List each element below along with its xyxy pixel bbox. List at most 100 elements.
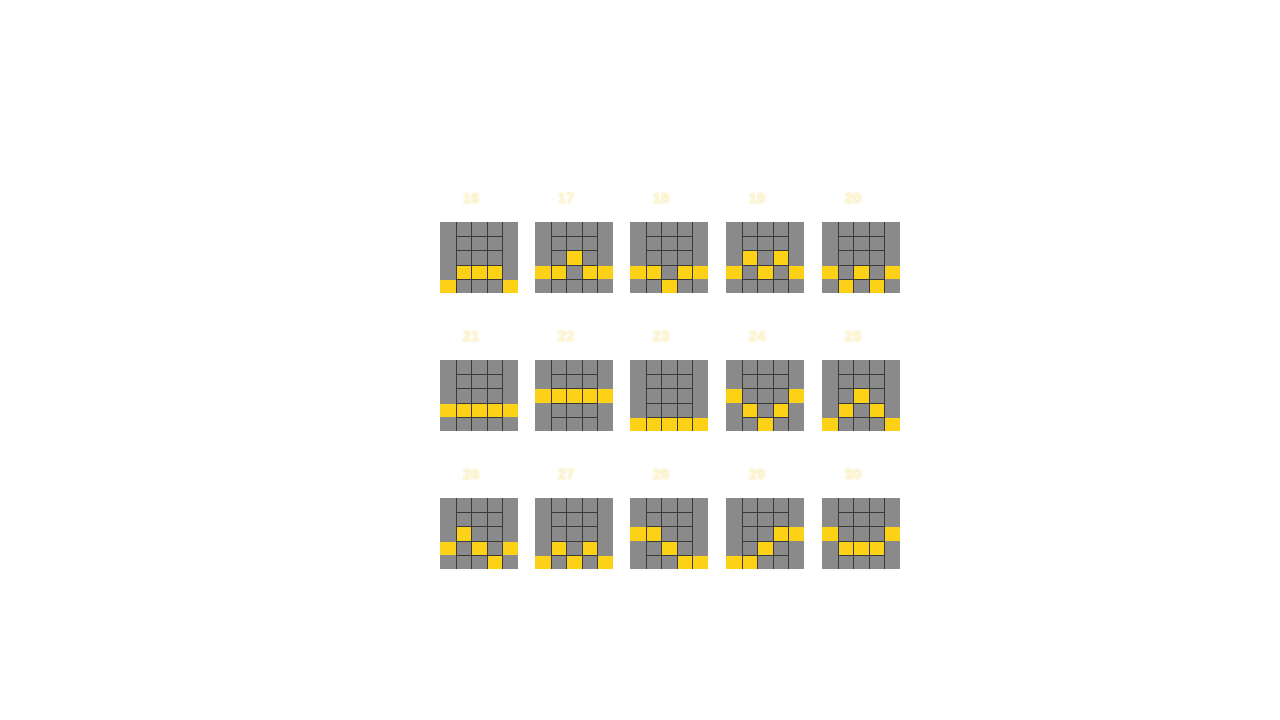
grid-divider xyxy=(456,360,457,431)
payline-highlight-cell xyxy=(837,541,854,555)
payline-highlight-cell xyxy=(630,417,646,431)
grid-divider xyxy=(661,498,662,569)
grid-divider xyxy=(582,222,583,293)
payline-number: 29 xyxy=(748,466,766,483)
payline-highlight-cell xyxy=(471,265,487,279)
payline-highlight-cell xyxy=(676,417,693,431)
grid-divider xyxy=(838,512,885,513)
payline-grid xyxy=(726,360,804,431)
payline-highlight-cell xyxy=(757,541,773,555)
grid-divider xyxy=(884,498,885,569)
grid-divider xyxy=(551,265,598,266)
grid-divider xyxy=(742,403,789,404)
payline-highlight-cell xyxy=(661,279,677,293)
payline-highlight-cell xyxy=(661,541,677,555)
payline-highlight-cell xyxy=(597,389,613,403)
grid-divider xyxy=(661,360,662,431)
payline-grid xyxy=(440,360,518,431)
payline-highlight-cell xyxy=(853,389,869,403)
grid-divider xyxy=(788,360,789,431)
grid-divider xyxy=(551,374,598,375)
payline-highlight-cell xyxy=(550,541,567,555)
payline-highlight-cell xyxy=(535,555,551,569)
grid-divider xyxy=(487,498,488,569)
payline-highlight-cell xyxy=(581,541,598,555)
payline-number: 22 xyxy=(557,328,575,345)
payline-highlight-cell xyxy=(741,555,758,569)
grid-divider xyxy=(646,512,693,513)
payline-number: 28 xyxy=(652,466,670,483)
payline-number: 25 xyxy=(844,328,862,345)
payline-highlight-cell xyxy=(772,527,789,541)
payline-highlight-cell xyxy=(630,527,646,541)
grid-divider xyxy=(646,360,647,431)
payline-highlight-cell xyxy=(486,403,503,417)
payline-highlight-cell xyxy=(757,417,773,431)
payline-highlight-cell xyxy=(692,265,708,279)
grid-divider xyxy=(456,279,503,280)
grid-divider xyxy=(582,360,583,431)
payline-highlight-cell xyxy=(692,417,708,431)
grid-divider xyxy=(677,360,678,431)
grid-divider xyxy=(788,498,789,569)
grid-divider xyxy=(742,388,789,389)
grid-divider xyxy=(742,526,789,527)
payline-highlight-cell xyxy=(772,403,789,417)
grid-divider xyxy=(853,498,854,569)
grid-divider xyxy=(742,236,789,237)
grid-divider xyxy=(677,498,678,569)
grid-divider xyxy=(646,279,693,280)
grid-divider xyxy=(487,222,488,293)
grid-divider xyxy=(646,222,647,293)
grid-divider xyxy=(566,360,567,431)
payline-highlight-cell xyxy=(455,265,472,279)
grid-divider xyxy=(551,498,552,569)
grid-divider xyxy=(838,222,839,293)
payline-highlight-cell xyxy=(440,403,456,417)
grid-divider xyxy=(456,498,457,569)
payline-number: 27 xyxy=(557,466,575,483)
payline-highlight-cell xyxy=(645,417,662,431)
grid-divider xyxy=(597,498,598,569)
grid-divider xyxy=(456,555,503,556)
payline-highlight-cell xyxy=(884,417,900,431)
grid-divider xyxy=(456,236,503,237)
grid-divider xyxy=(456,250,503,251)
grid-divider xyxy=(838,417,885,418)
grid-divider xyxy=(838,498,839,569)
grid-divider xyxy=(757,360,758,431)
grid-divider xyxy=(884,222,885,293)
grid-divider xyxy=(456,526,503,527)
grid-divider xyxy=(487,360,488,431)
payline-highlight-cell xyxy=(788,265,804,279)
grid-divider xyxy=(456,265,503,266)
grid-divider xyxy=(646,374,693,375)
grid-divider xyxy=(853,222,854,293)
payline-highlight-cell xyxy=(726,389,742,403)
grid-divider xyxy=(838,236,885,237)
grid-divider xyxy=(502,360,503,431)
grid-divider xyxy=(551,388,598,389)
grid-divider xyxy=(646,526,693,527)
grid-divider xyxy=(646,265,693,266)
payline-highlight-cell xyxy=(502,403,518,417)
payline-grid xyxy=(726,498,804,569)
payline-highlight-cell xyxy=(853,541,869,555)
grid-divider xyxy=(838,555,885,556)
grid-divider xyxy=(456,388,503,389)
grid-divider xyxy=(551,360,552,431)
grid-divider xyxy=(742,360,743,431)
grid-divider xyxy=(773,222,774,293)
grid-divider xyxy=(646,498,647,569)
payline-number: 18 xyxy=(652,190,670,207)
grid-divider xyxy=(456,222,457,293)
grid-divider xyxy=(742,222,743,293)
payline-grid xyxy=(630,360,708,431)
grid-divider xyxy=(742,374,789,375)
payline-highlight-cell xyxy=(645,265,662,279)
payline-number: 23 xyxy=(652,328,670,345)
payline-highlight-cell xyxy=(757,265,773,279)
payline-number: 20 xyxy=(844,190,862,207)
grid-divider xyxy=(838,526,885,527)
grid-divider xyxy=(742,265,789,266)
